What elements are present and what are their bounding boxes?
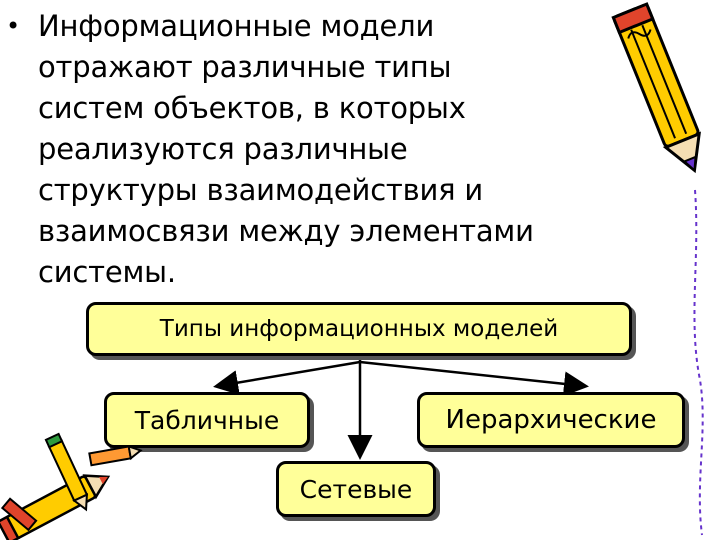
root-node: Типы информационных моделей <box>86 302 632 356</box>
node-hierarchical: Иерархические <box>417 392 685 448</box>
node-tabular: Табличные <box>104 392 310 448</box>
bullet-text: Информационные модели отражают различные… <box>38 9 534 289</box>
pencil-icon <box>611 2 704 536</box>
node-network: Сетевые <box>276 461 436 517</box>
arrow-to-table <box>213 360 361 395</box>
bullet-block: • Информационные модели отражают различн… <box>6 6 596 293</box>
arrow-to-hier <box>359 360 589 397</box>
bullet-marker: • <box>6 12 21 40</box>
pencils-cluster-icon <box>0 432 143 540</box>
